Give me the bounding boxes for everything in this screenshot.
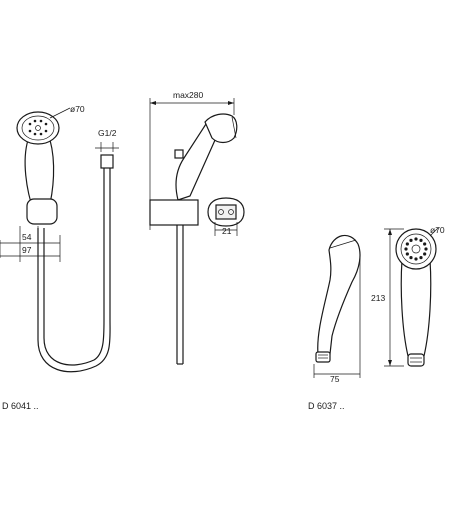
wall-bracket-side <box>149 199 199 226</box>
kit-front-view <box>0 107 119 373</box>
dim-97-label: 97 <box>22 245 32 255</box>
handset-side-right <box>313 234 361 378</box>
thread-label: G1/2 <box>98 128 117 138</box>
head-diameter-left-label: ø70 <box>70 104 85 114</box>
nozzle-dot <box>409 256 413 260</box>
dim-54-label: 54 <box>22 232 32 242</box>
nozzle-dot <box>405 242 409 246</box>
spray-head-right <box>395 228 437 270</box>
nozzle-dot <box>423 252 427 256</box>
hose-connector <box>100 154 114 169</box>
handset-width-label: 75 <box>330 374 340 384</box>
max-length-label: max280 <box>173 90 204 100</box>
bracket-top-view <box>207 197 245 236</box>
head-diameter-right-label: ø70 <box>430 225 445 235</box>
kit-side-view <box>149 98 238 365</box>
handset-front-right <box>384 227 439 367</box>
nozzle-dot <box>404 247 408 251</box>
bracket-width-label: 21 <box>222 226 232 236</box>
nozzle-dot <box>414 257 418 261</box>
spray-nozzles <box>28 119 48 136</box>
nozzle-dot <box>414 237 418 241</box>
nozzle-dot <box>419 238 423 242</box>
nozzle-dot <box>419 256 423 260</box>
spray-head-front <box>16 111 60 145</box>
nozzle-dot <box>424 247 428 251</box>
hose-connector-right <box>315 351 331 363</box>
nozzle-dot <box>405 252 409 256</box>
wall-bracket-front <box>26 198 58 225</box>
side-connector <box>174 149 184 159</box>
kit-code-label: D 6041 .. <box>2 401 39 411</box>
hose <box>37 168 111 373</box>
spray-nozzles-right <box>404 237 428 261</box>
handset-code-label: D 6037 .. <box>308 401 345 411</box>
handset-length-label: 213 <box>371 293 385 303</box>
nozzle-dot <box>409 238 413 242</box>
nozzle-dot <box>423 242 427 246</box>
